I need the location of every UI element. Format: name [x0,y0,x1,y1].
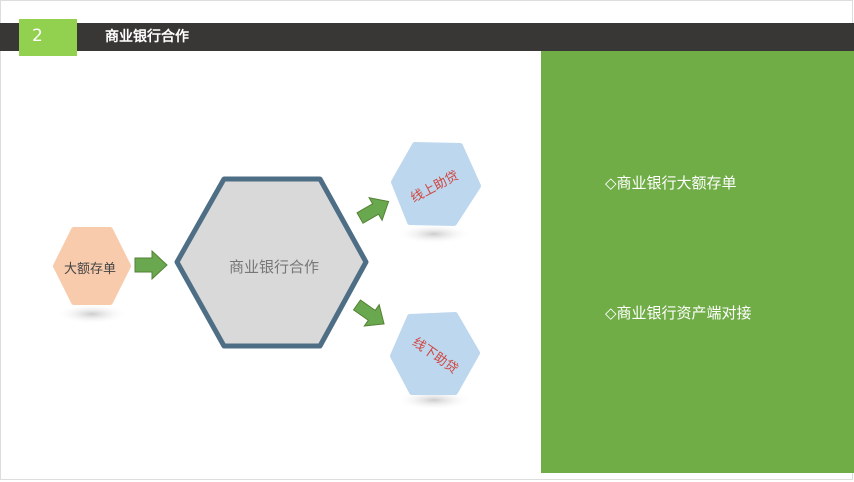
header-bar [0,23,854,51]
arrow-down-right [352,299,385,327]
center-hexagon [174,176,369,349]
source-hexagon [53,227,131,305]
shadow [56,304,128,324]
panel-item: ◇商业银行资产端对接 [605,304,752,322]
arrow-up-right [356,197,390,224]
center-label: 商业银行合作 [229,258,320,276]
output-hexagon-online [391,142,481,226]
panel-item: ◇商业银行大额存单 [605,174,737,192]
diagram [53,142,481,410]
page-title: 商业银行合作 [105,29,189,45]
source-label: 大额存单 [64,262,117,277]
arrow-right [134,249,168,281]
info-panel [541,51,854,473]
output-hexagon-offline [390,312,480,395]
section-number: 2 [19,19,77,56]
shadow [396,224,472,244]
